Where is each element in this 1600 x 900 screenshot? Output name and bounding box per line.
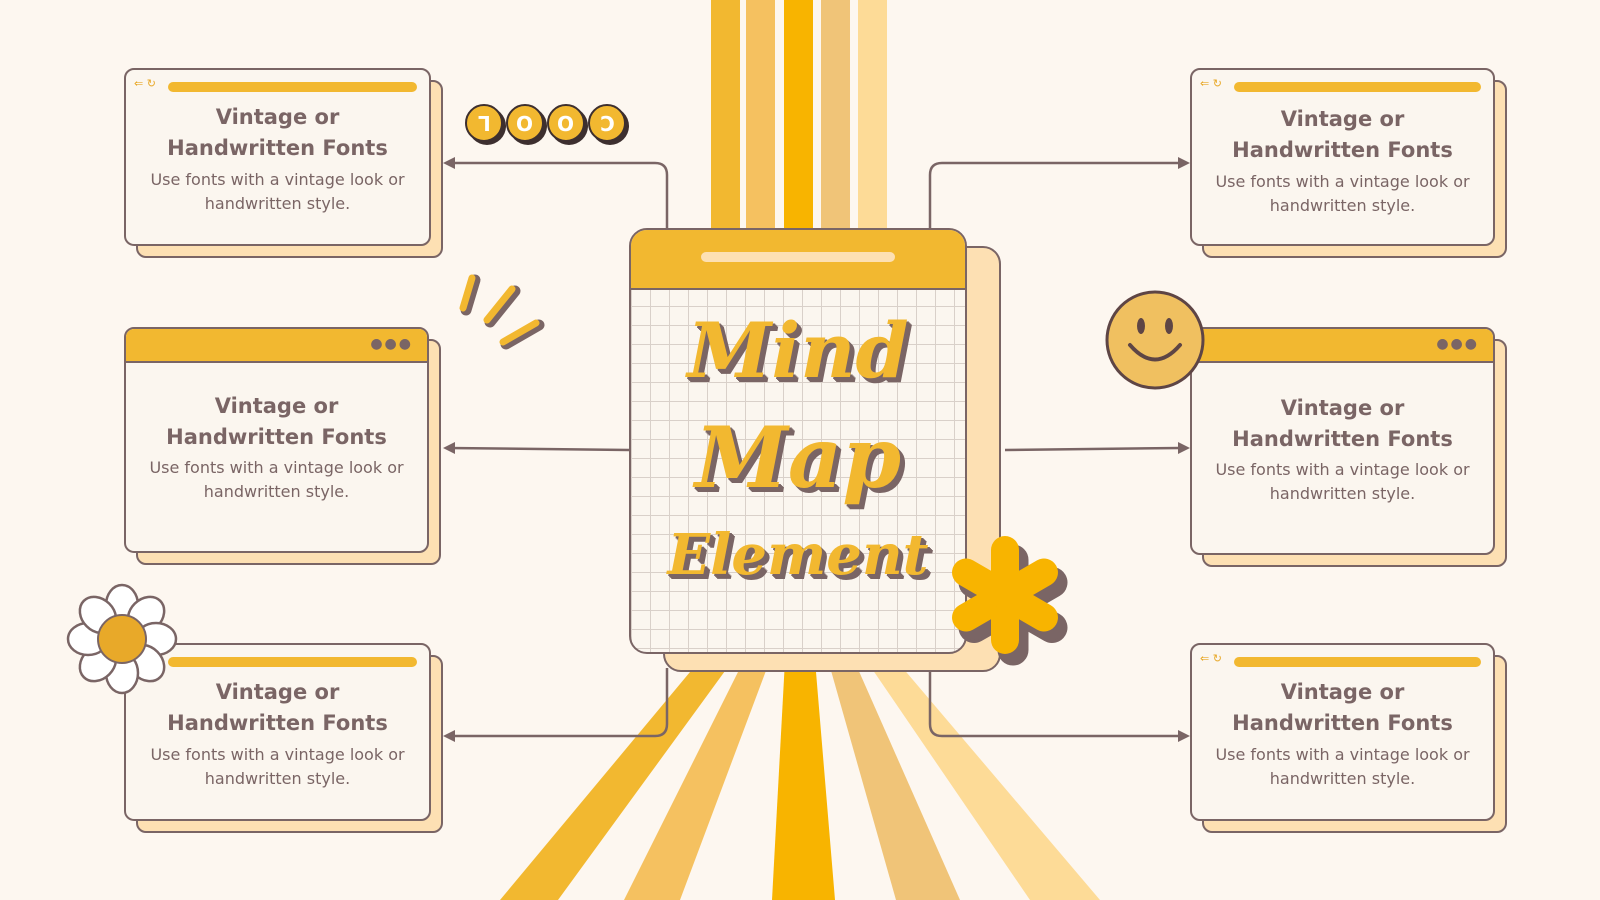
mind-map-card-top-right: ⇐ ↻ Vintage or Handwritten Fonts Use fon… (1190, 68, 1507, 258)
card-desc-line2: handwritten style. (1269, 769, 1416, 788)
ray (866, 660, 1100, 900)
badge-letter: L (465, 104, 503, 142)
daisy-flower-icon (66, 583, 178, 695)
connector (447, 446, 630, 452)
back-arrow-icon: ⇐ ↻ (1200, 652, 1222, 665)
card-desc-line1: Use fonts with a vintage look or (1215, 172, 1470, 191)
address-bar (1234, 82, 1481, 92)
card-face: ⇐ ↻ Vintage or Handwritten Fonts Use fon… (1190, 643, 1495, 821)
central-card-pill (701, 252, 895, 262)
arrowhead (1178, 730, 1190, 742)
badge-letter-text: O (557, 111, 575, 135)
address-bar (1234, 657, 1481, 667)
card-desc-line2: handwritten style. (203, 482, 350, 501)
card-face: ⇐ ↻ Vintage or Handwritten Fonts Use fon… (124, 68, 431, 246)
card-toolbar: ⇐ ↻ (126, 70, 429, 98)
central-title-line3: Element (667, 522, 929, 588)
stripe (746, 0, 775, 240)
card-title-line1: Vintage or (1280, 396, 1405, 420)
badge-letter: C (588, 104, 626, 142)
card-title-line1: Vintage or (214, 394, 339, 418)
mind-map-card-bottom-left: ⇐ ↻ Vintage or Handwritten Fonts Use fon… (124, 643, 443, 833)
mind-map-card-top-left: ⇐ ↻ Vintage or Handwritten Fonts Use fon… (124, 68, 443, 258)
badge-letter-text: O (516, 111, 534, 135)
card-titlebar: ●●● (126, 329, 427, 363)
arrowhead (1178, 157, 1190, 169)
card-title-line2: Handwritten Fonts (166, 425, 387, 449)
connector (928, 161, 1180, 230)
central-card-header (631, 230, 965, 290)
smiley-face-icon (1105, 290, 1205, 390)
connector (1004, 446, 1181, 452)
card-desc-line1: Use fonts with a vintage look or (150, 170, 405, 189)
card-desc-line2: handwritten style. (1269, 484, 1416, 503)
motion-lines-icon (459, 274, 545, 350)
card-desc-line2: handwritten style. (1269, 196, 1416, 215)
card-face: ⇐ ↻ Vintage or Handwritten Fonts Use fon… (1190, 68, 1495, 246)
badge-letter-text: C (599, 111, 615, 135)
card-face: ●●● Vintage or Handwritten Fonts Use fon… (124, 327, 429, 553)
arrowhead (443, 730, 455, 742)
card-title-line2: Handwritten Fonts (1232, 427, 1453, 451)
card-title-line1: Vintage or (215, 680, 340, 704)
connector (448, 668, 669, 738)
stripe (711, 0, 740, 240)
card-title-line1: Vintage or (1280, 107, 1405, 131)
card-title-line1: Vintage or (215, 105, 340, 129)
ray (500, 660, 733, 900)
card-title-line2: Handwritten Fonts (167, 711, 388, 735)
asterisk-icon (952, 536, 1068, 666)
arrowhead (443, 442, 455, 454)
more-dots-icon: ●●● (370, 336, 413, 352)
card-titlebar: ●●● (1192, 329, 1493, 363)
central-card-face: Mind Map Element (629, 228, 967, 654)
card-title-line2: Handwritten Fonts (167, 136, 388, 160)
card-face: ●●● Vintage or Handwritten Fonts Use fon… (1190, 327, 1495, 555)
card-title-line2: Handwritten Fonts (1232, 711, 1453, 735)
connector (448, 161, 669, 230)
mind-map-card-bottom-right: ⇐ ↻ Vintage or Handwritten Fonts Use fon… (1190, 643, 1507, 833)
stripe (858, 0, 887, 240)
card-title-line2: Handwritten Fonts (1232, 138, 1453, 162)
mind-map-card-middle-right: ●●● Vintage or Handwritten Fonts Use fon… (1190, 327, 1507, 567)
card-toolbar: ⇐ ↻ (1192, 70, 1493, 98)
card-desc-line1: Use fonts with a vintage look or (150, 745, 405, 764)
ray (828, 660, 960, 900)
more-dots-icon: ●●● (1436, 336, 1479, 352)
card-desc-line1: Use fonts with a vintage look or (1215, 745, 1470, 764)
back-arrow-icon: ⇐ ↻ (1200, 77, 1222, 90)
ray (772, 660, 835, 900)
arrowhead (443, 157, 455, 169)
back-arrow-icon: ⇐ ↻ (134, 77, 156, 90)
address-bar (168, 657, 417, 667)
card-face: ⇐ ↻ Vintage or Handwritten Fonts Use fon… (124, 643, 431, 821)
stripe (784, 0, 813, 240)
central-topic-card: Mind Map Element (629, 228, 1001, 672)
central-title-line1: Mind (687, 306, 909, 395)
badge-letter: O (547, 104, 585, 142)
card-toolbar: ⇐ ↻ (1192, 645, 1493, 673)
stripe (821, 0, 850, 240)
badge-letter-text: L (477, 111, 491, 135)
address-bar (168, 82, 417, 92)
card-desc-line1: Use fonts with a vintage look or (1215, 460, 1470, 479)
card-desc-line2: handwritten style. (204, 769, 351, 788)
mind-map-card-middle-left: ●●● Vintage or Handwritten Fonts Use fon… (124, 327, 441, 565)
card-desc-line2: handwritten style. (204, 194, 351, 213)
connector (928, 668, 1180, 738)
card-title-line1: Vintage or (1280, 680, 1405, 704)
arrowhead (1178, 442, 1190, 454)
card-desc-line1: Use fonts with a vintage look or (149, 458, 404, 477)
central-title-line2: Map (694, 408, 902, 507)
badge-letter: O (506, 104, 544, 142)
ray (624, 660, 770, 900)
